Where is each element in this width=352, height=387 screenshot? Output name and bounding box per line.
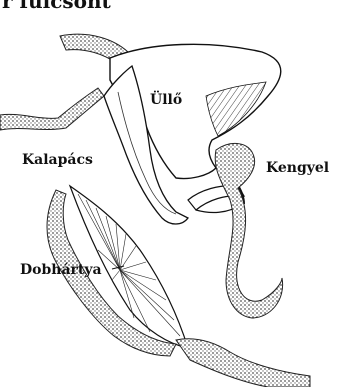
lower-bone-wall (176, 339, 310, 387)
left-outer-wall (0, 88, 104, 130)
diagram-title: r fülcsont (2, 0, 111, 11)
label-dobhartya: Dobhártya (20, 263, 102, 277)
label-kalapacs: Kalapács (22, 153, 93, 167)
label-kengyel: Kengyel (266, 161, 329, 175)
label-ullo: Üllő (150, 93, 182, 107)
